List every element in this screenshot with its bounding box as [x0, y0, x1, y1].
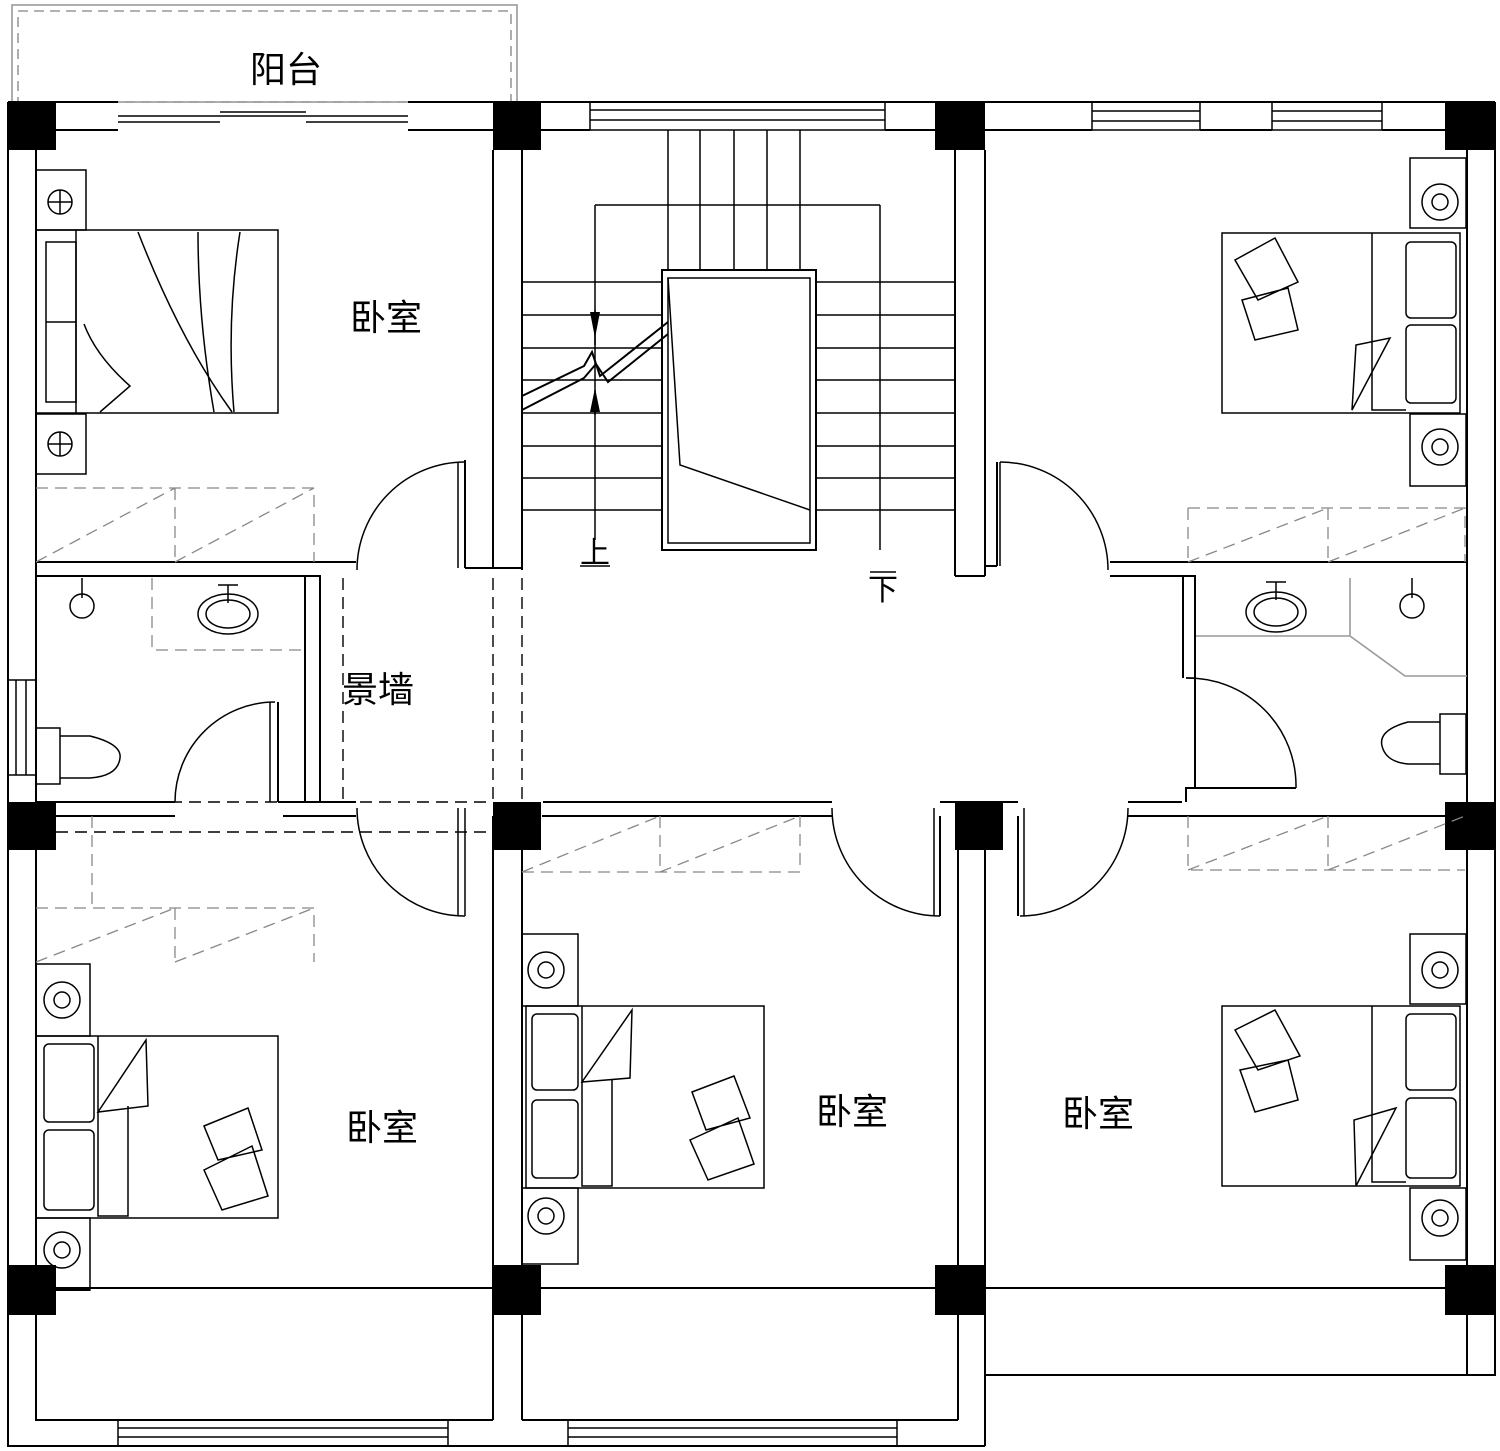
bedroom-sc-label: 卧室 [816, 1092, 888, 1133]
bed-sw [35, 963, 279, 1291]
bedroom-sw-label: 卧室 [346, 1108, 418, 1149]
stair-down-label: 下 [868, 573, 898, 608]
balcony-label: 阳台 [250, 50, 322, 91]
dashed-lines [35, 487, 1466, 963]
stair-up-label: 上 [580, 536, 610, 571]
bath-east-fixtures [1196, 578, 1467, 775]
window-north-stair [589, 102, 886, 131]
bath-west-fixtures [35, 578, 259, 785]
staircase: 上 下 [521, 130, 955, 608]
bed-ne [1221, 157, 1467, 487]
feature-wall-label: 景墙 [342, 670, 414, 711]
bed-se [1221, 933, 1467, 1261]
exterior-walls [7, 101, 1496, 1447]
interior-walls [35, 150, 1467, 1420]
window-south-west [117, 1420, 449, 1446]
bedroom-se-label: 卧室 [1062, 1094, 1134, 1135]
columns [8, 102, 1495, 1315]
bed-sc [521, 933, 765, 1265]
window-north-east-2 [1271, 102, 1383, 131]
bed-nw [35, 169, 279, 475]
bedroom-nw-label: 卧室 [350, 298, 422, 339]
window-south-center [567, 1420, 898, 1446]
balcony: 阳台 [11, 4, 518, 103]
doors [174, 461, 1297, 917]
window-north-east-1 [1091, 102, 1201, 131]
window-west-bath [8, 679, 37, 776]
